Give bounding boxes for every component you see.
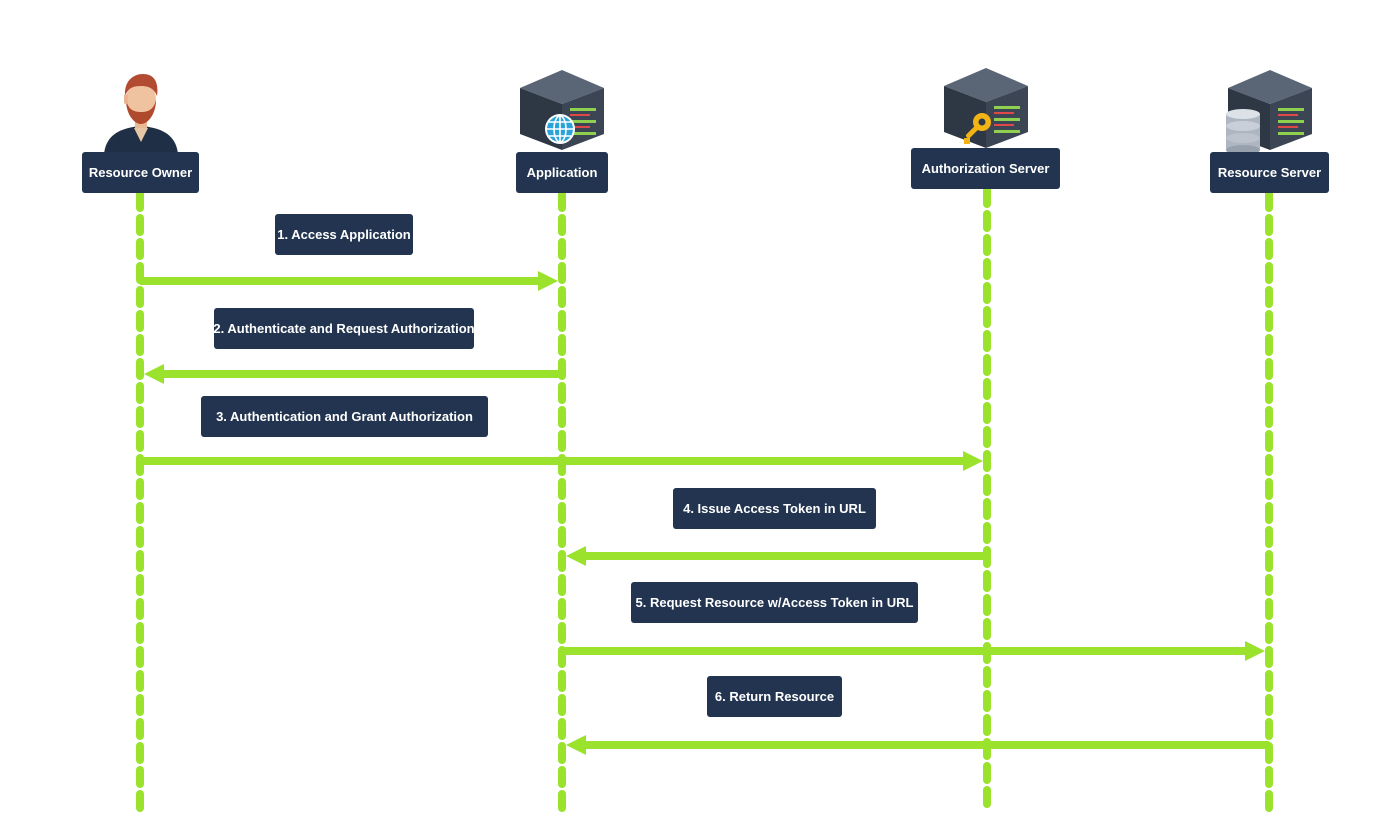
key-server-icon xyxy=(944,68,1028,148)
message-arrow-2 xyxy=(144,364,562,384)
message-label-5: 5. Request Resource w/Access Token in UR… xyxy=(631,582,918,623)
actor-label-resource-owner: Resource Owner xyxy=(82,152,199,193)
message-arrow-4 xyxy=(566,546,987,566)
message-label-4: 4. Issue Access Token in URL xyxy=(673,488,876,529)
message-label-6: 6. Return Resource xyxy=(707,676,842,717)
actor-label-application: Application xyxy=(516,152,608,193)
message-label-3: 3. Authentication and Grant Authorizatio… xyxy=(201,396,488,437)
database-server-icon xyxy=(1226,70,1312,154)
actor-label-authorization-server: Authorization Server xyxy=(911,148,1060,189)
web-server-icon xyxy=(520,70,604,150)
person-icon xyxy=(104,74,178,154)
message-label-2: 2. Authenticate and Request Authorizatio… xyxy=(213,308,475,349)
message-arrow-1 xyxy=(140,271,558,291)
message-arrow-5 xyxy=(562,641,1265,661)
message-arrow-3 xyxy=(140,451,983,471)
message-arrow-6 xyxy=(566,735,1269,755)
actor-label-resource-server: Resource Server xyxy=(1210,152,1329,193)
message-label-1: 1. Access Application xyxy=(275,214,413,255)
